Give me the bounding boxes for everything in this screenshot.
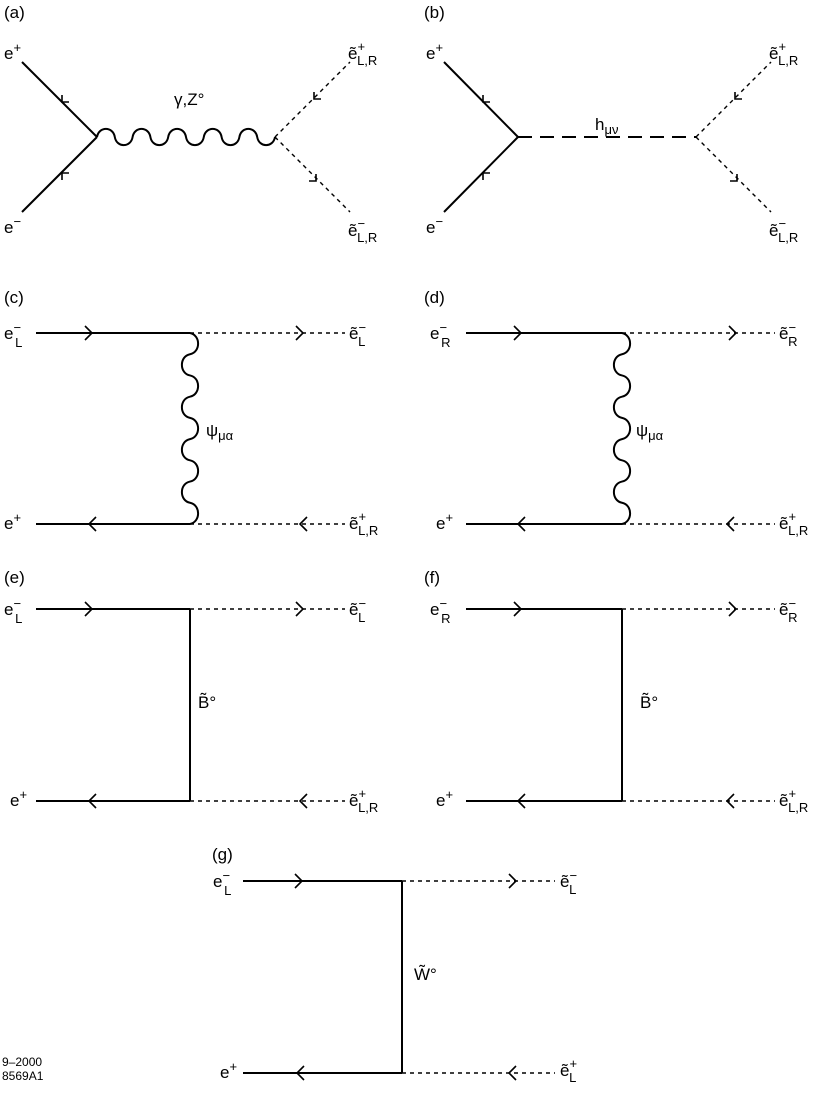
- panel-label-b: (b): [424, 3, 445, 22]
- psi-propagator: [180, 332, 200, 525]
- label-e-plus: e+: [10, 787, 27, 810]
- arrow-selectron-plus: [725, 516, 735, 532]
- arrow-selectron-minus: [728, 325, 738, 341]
- propagator-label-g: W̃°: [414, 964, 437, 984]
- label-e-plus: e+: [4, 510, 21, 533]
- selectron-plus-line: [274, 61, 351, 138]
- label-selectron-minus-L: ẽ−L: [560, 868, 577, 897]
- arrow-positron: [516, 793, 526, 809]
- photon-z-propagator: [96, 127, 276, 147]
- propagator-label-a: γ,Z°: [174, 90, 204, 109]
- propagator-label-d: ψμα: [636, 421, 664, 443]
- arrow-positron: [61, 95, 69, 103]
- selectron-plus-line: [695, 61, 772, 138]
- arrow-electron: [84, 325, 94, 341]
- label-e-plus: e+: [4, 40, 21, 63]
- label-selectron-minus-R: ẽ−R: [779, 596, 797, 625]
- panel-label-d: (d): [424, 288, 445, 307]
- panel-g: (g) W̃° e−L e+ ẽ−L ẽ+L: [212, 845, 577, 1085]
- label-e-minus-L: e−L: [4, 596, 22, 626]
- label-e-minus-L: e−L: [4, 320, 22, 350]
- label-e-plus: e+: [426, 40, 443, 63]
- panel-label-f: (f): [424, 568, 440, 587]
- arrow-selectron-minus: [295, 325, 305, 341]
- label-selectron-minus-L: ẽ−L: [349, 320, 366, 349]
- label-selectron-plus-LR: ẽ+L,R: [349, 786, 378, 815]
- panel-label-g: (g): [212, 845, 233, 864]
- label-e-plus: e+: [220, 1059, 237, 1082]
- selectron-minus-line: [274, 136, 351, 213]
- label-selectron-minus-LR: ẽ−L,R: [769, 216, 798, 245]
- arrow-electron: [513, 601, 523, 617]
- panel-label-a: (a): [4, 3, 25, 22]
- arrow-electron: [513, 325, 523, 341]
- panel-label-c: (c): [4, 288, 24, 307]
- propagator-label-e: B̃°: [198, 692, 216, 712]
- arrow-electron: [482, 172, 490, 180]
- label-e-minus-R: e−R: [430, 596, 450, 626]
- electron-line: [443, 136, 519, 213]
- arrow-positron: [87, 793, 97, 809]
- label-selectron-plus-LR: ẽ+L,R: [769, 39, 798, 68]
- panel-e: (e) B̃° e−L e+ ẽ−L ẽ+L,R: [4, 568, 378, 815]
- propagator-label-b: hμν: [595, 115, 618, 137]
- arrow-selectron-minus: [295, 601, 305, 617]
- propagator-label-f: B̃°: [640, 692, 658, 712]
- selectron-minus-line: [695, 136, 772, 213]
- arrow-selectron-minus: [309, 174, 317, 182]
- panel-c: (c) ψμα e−L e+ ẽ−L ẽ+L,R: [4, 288, 378, 538]
- footer-code: 8569A1: [2, 1069, 44, 1083]
- arrow-electron: [61, 172, 69, 180]
- arrow-electron: [84, 601, 94, 617]
- electron-line: [21, 136, 98, 213]
- arrow-selectron-minus: [728, 601, 738, 617]
- arrow-selectron-plus: [313, 92, 321, 100]
- positron-line: [21, 61, 98, 138]
- label-e-minus-R: e−R: [430, 320, 450, 350]
- footer-date: 9–2000: [2, 1055, 42, 1069]
- positron-line: [443, 61, 519, 138]
- label-selectron-minus-R: ẽ−R: [779, 320, 797, 349]
- arrow-positron: [516, 516, 526, 532]
- arrow-selectron-plus: [298, 516, 308, 532]
- label-selectron-plus-LR: ẽ+L,R: [779, 786, 808, 815]
- label-selectron-plus-L: ẽ+L: [560, 1056, 577, 1085]
- arrow-positron: [482, 95, 490, 103]
- arrow-selectron-plus: [734, 92, 742, 100]
- arrow-positron: [295, 1065, 305, 1081]
- arrow-selectron-minus: [730, 174, 738, 182]
- label-e-plus: e+: [436, 510, 453, 533]
- arrow-selectron-plus: [298, 793, 308, 809]
- label-selectron-minus-LR: ẽ−L,R: [348, 216, 377, 245]
- arrow-selectron-minus: [508, 873, 518, 889]
- panel-b: (b) hμν e+ e− ẽ+L,R ẽ−L,R: [424, 3, 798, 245]
- label-selectron-plus-LR: ẽ+L,R: [779, 509, 808, 538]
- arrow-electron: [294, 873, 304, 889]
- label-e-minus: e−: [4, 214, 21, 237]
- label-e-plus: e+: [436, 787, 453, 810]
- panel-d: (d) ψμα e−R e+ ẽ−R ẽ+L,R: [424, 288, 808, 538]
- panel-f: (f) B̃° e−R e+ ẽ−R ẽ+L,R: [424, 568, 808, 815]
- label-selectron-plus-LR: ẽ+L,R: [349, 509, 378, 538]
- propagator-label-c: ψμα: [206, 421, 234, 443]
- arrow-selectron-plus: [507, 1065, 517, 1081]
- arrow-selectron-plus: [725, 793, 735, 809]
- label-e-minus: e−: [426, 214, 443, 237]
- label-selectron-minus-L: ẽ−L: [349, 596, 366, 625]
- psi-propagator: [612, 332, 632, 525]
- arrow-positron: [87, 516, 97, 532]
- panel-label-e: (e): [4, 568, 25, 587]
- label-selectron-plus-LR: ẽ+L,R: [348, 39, 377, 68]
- label-e-minus-L: e−L: [213, 868, 231, 898]
- panel-a: (a) γ,Z° e+ e− ẽ+L,R ẽ−L,R: [4, 3, 377, 245]
